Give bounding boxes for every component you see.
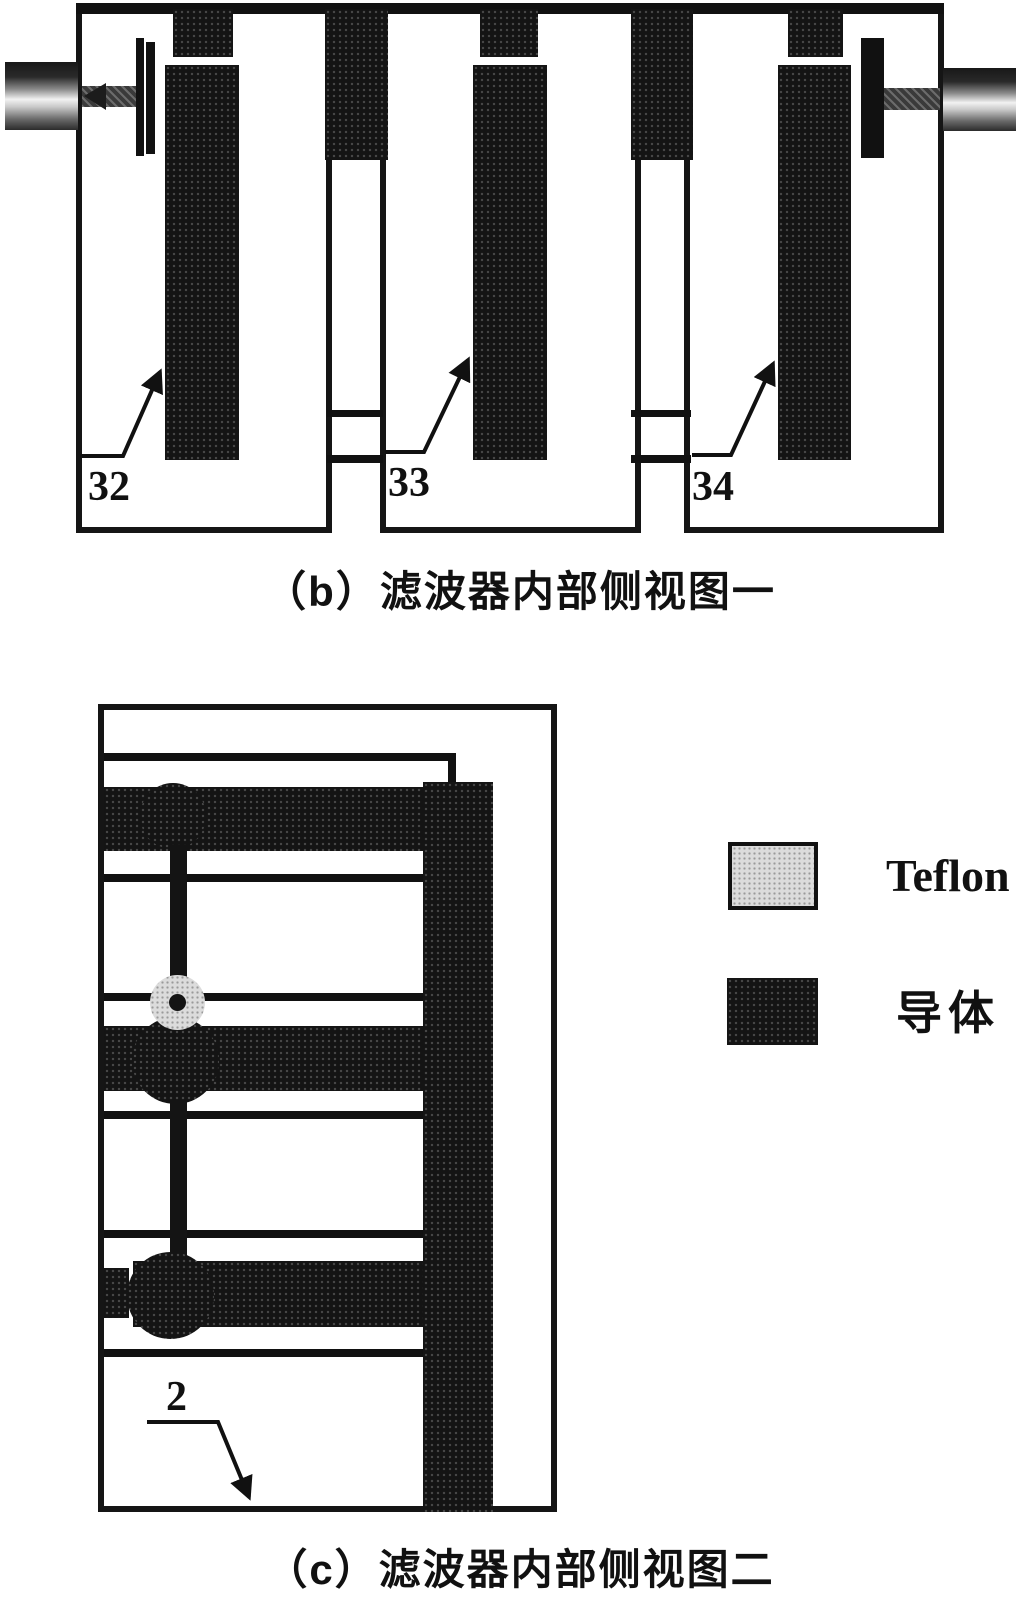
partition-line-3 <box>104 1111 423 1119</box>
output-feed-line <box>882 88 940 110</box>
legend-conductor-swatch <box>727 978 818 1045</box>
output-probe-plate <box>861 38 884 158</box>
resonator-32-label: 32 <box>88 464 130 510</box>
input-probe-plate-2 <box>146 42 155 154</box>
legend-teflon-label: Teflon <box>886 850 1010 901</box>
figure-b-caption: （b）滤波器内部侧视图一 <box>264 568 776 615</box>
coupling-post-2 <box>170 1100 187 1258</box>
resonator-rod-33 <box>473 65 547 460</box>
top-cover-plate <box>76 3 944 14</box>
output-coax-connector <box>943 68 1016 131</box>
coupling-window-1-top-ledge <box>327 410 383 417</box>
input-coax-connector <box>5 62 78 130</box>
coupling-disc-top <box>140 783 206 849</box>
tuning-block-34 <box>788 9 843 57</box>
tuning-block-32 <box>173 9 233 57</box>
figure-c-caption: （c）滤波器内部侧视图二 <box>265 1546 775 1593</box>
resonator-34-label: 34 <box>692 464 734 510</box>
coupling-post-1 <box>170 845 187 980</box>
resonator-rod-34 <box>778 65 851 460</box>
partition-line-5 <box>104 1349 423 1357</box>
partition-line-2 <box>104 993 423 1001</box>
inner-lid-right-wall <box>448 757 456 785</box>
legend-teflon-swatch <box>728 842 818 910</box>
inner-lid-line <box>104 753 456 761</box>
partition-line-4 <box>104 1230 423 1238</box>
conductor-bus-bar <box>423 782 493 1512</box>
resonator-rod-32 <box>165 65 239 460</box>
coupling-disc-bottom <box>127 1252 214 1339</box>
cavity-2-label: 2 <box>166 1374 187 1420</box>
input-probe-plate-1 <box>136 38 144 156</box>
teflon-bushing-disc <box>150 975 205 1030</box>
coupling-window-2-top-ledge <box>631 410 691 417</box>
tuning-block-33 <box>480 9 538 57</box>
inter-chamber-wall-block-1 <box>325 9 388 160</box>
teflon-bushing-center-pin <box>169 994 186 1011</box>
coupling-window-1-bottom-ledge <box>327 455 383 463</box>
coupling-window-2-bottom-ledge <box>631 455 691 463</box>
partition-line-1 <box>104 874 423 882</box>
wall-stub-block <box>104 1268 129 1318</box>
inter-chamber-wall-block-2 <box>631 9 693 160</box>
coupling-disc-middle <box>132 1017 219 1104</box>
legend-conductor-label: 导体 <box>896 987 1000 1039</box>
input-feed-line <box>82 86 138 107</box>
resonator-33-label: 33 <box>388 460 430 506</box>
